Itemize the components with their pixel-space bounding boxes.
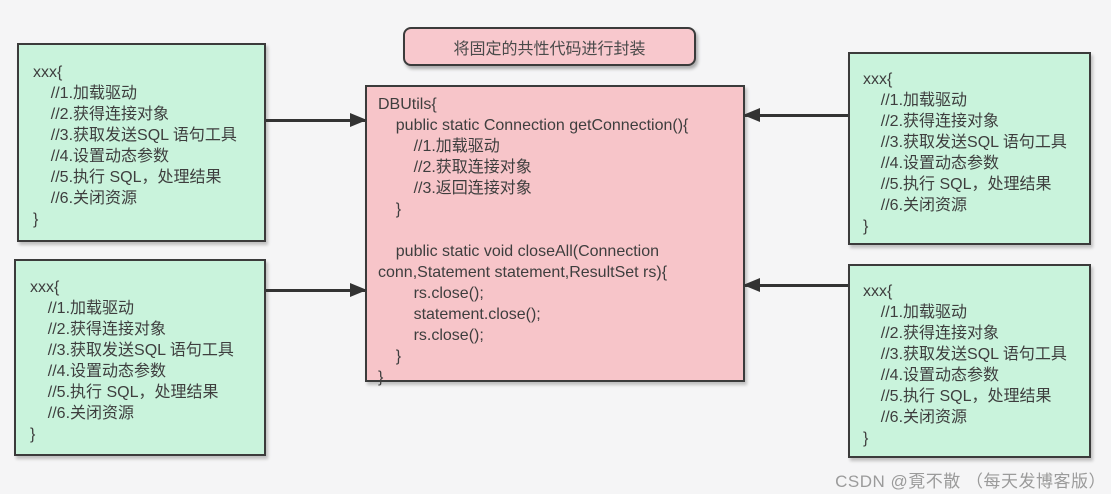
dbutils-center-box: DBUtils{ public static Connection getCon…	[365, 85, 745, 386]
source-box-bottom-left: xxx{ //1.加载驱动 //2.获得连接对象 //3.获取发送SQL 语句工…	[14, 259, 266, 456]
source-box-top-left: xxx{ //1.加载驱动 //2.获得连接对象 //3.获取发送SQL 语句工…	[17, 43, 266, 242]
watermark: CSDN @覔不散 （每天发博客版）	[835, 472, 1106, 491]
source-box-top-right: xxx{ //1.加载驱动 //2.获得连接对象 //3.获取发送SQL 语句工…	[848, 52, 1091, 245]
arrow-top-right-to-center-icon	[743, 108, 848, 122]
title-box: 将固定的共性代码进行封装	[403, 27, 696, 66]
arrow-bottom-left-to-center-icon	[266, 283, 367, 297]
source-box-bottom-right: xxx{ //1.加载驱动 //2.获得连接对象 //3.获取发送SQL 语句工…	[848, 264, 1091, 458]
arrow-bottom-right-to-center-icon	[743, 278, 848, 292]
arrow-top-left-to-center-icon	[266, 113, 367, 127]
title-text: 将固定的共性代码进行封装	[453, 40, 646, 58]
